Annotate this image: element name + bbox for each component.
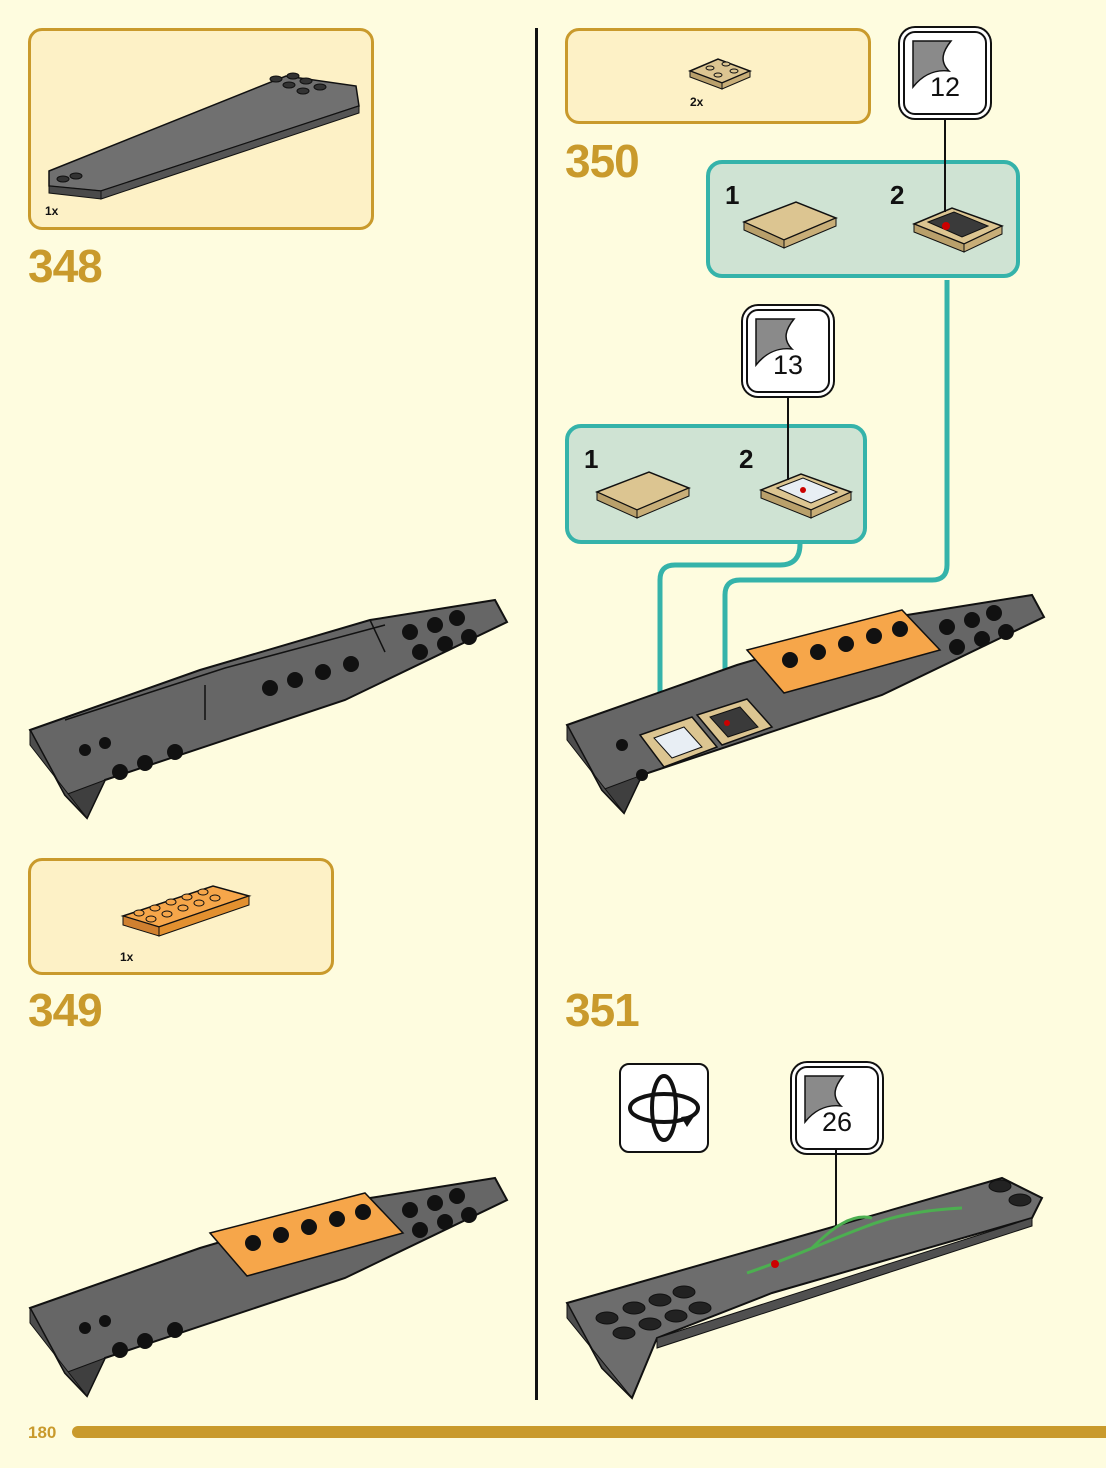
model-step-349	[28, 1176, 509, 1398]
part-qty: 2x	[690, 95, 704, 109]
sticker-26-leader	[835, 1150, 837, 1230]
step-number-349: 349	[28, 984, 103, 1036]
parts-callout-348: 1x	[28, 28, 374, 230]
footer-bar	[72, 1426, 1106, 1438]
model-step-350	[565, 593, 1046, 815]
rotate-model-icon	[619, 1063, 709, 1153]
part-qty: 1x	[120, 950, 134, 964]
step-number-348: 348	[28, 240, 103, 292]
step-number-350: 350	[565, 135, 640, 187]
model-step-348	[28, 598, 509, 820]
column-divider	[535, 28, 538, 1400]
sub-step-1: 1	[584, 444, 599, 474]
wedge-plate-part	[48, 72, 360, 200]
sub-step-2: 2	[890, 180, 905, 210]
orange-plate-part	[120, 885, 252, 937]
part-qty: 1x	[45, 204, 59, 218]
sub-b-drawings	[595, 471, 853, 519]
parts-callout-350: 2x	[565, 28, 871, 124]
page-number: 180	[28, 1423, 57, 1442]
rotate-arrows-icon	[628, 1074, 700, 1142]
sub-step-1: 1	[725, 180, 740, 210]
sticker-ref-12: 12	[903, 31, 987, 115]
subassembly-a: 1 2	[706, 160, 1020, 278]
sticker-peel-icon	[912, 40, 953, 90]
subassembly-b: 1 2	[565, 424, 867, 544]
sub-a-drawings	[742, 201, 1004, 253]
model-step-351	[565, 1176, 1044, 1400]
sticker-peel-icon	[804, 1075, 845, 1125]
tan-tile-part	[687, 58, 753, 90]
sticker-ref-13: 13	[746, 309, 830, 393]
sticker-ref-26: 26	[795, 1066, 879, 1150]
step-number-351: 351	[565, 984, 640, 1036]
parts-callout-349: 1x	[28, 858, 334, 975]
